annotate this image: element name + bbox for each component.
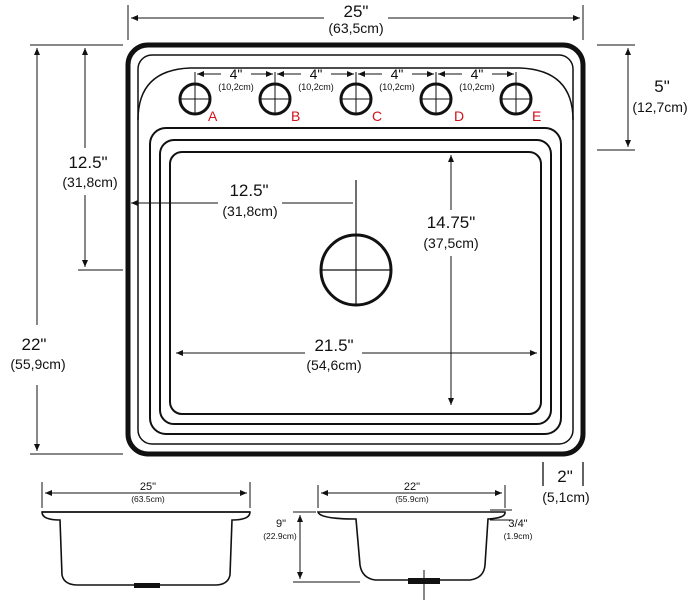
hole-b xyxy=(258,72,292,116)
faucet-holes xyxy=(178,72,533,116)
hole-label-a: A xyxy=(208,108,218,124)
overall-depth-in: 22" xyxy=(22,335,47,354)
bowl-depth-in: 2" xyxy=(557,467,573,486)
spacing-bc-in: 4" xyxy=(310,66,323,82)
hole-a xyxy=(178,72,212,116)
overall-depth-dim xyxy=(30,44,123,455)
profile-body xyxy=(316,511,506,581)
bowl-length-cm: (37,5cm) xyxy=(423,235,478,251)
bowl-width-in: 21.5" xyxy=(314,336,353,355)
overall-width-dim xyxy=(127,5,584,40)
deck-depth-in: 5" xyxy=(654,77,670,96)
hole-label-c: C xyxy=(372,108,382,124)
bowl-width-cm: (54,6cm) xyxy=(306,357,361,373)
profile-depth-in: 9" xyxy=(276,518,286,530)
drain-from-back-cm: (31,8cm) xyxy=(62,174,117,190)
sink-outer-rim xyxy=(125,42,586,457)
sink-top-view xyxy=(125,42,586,457)
deck-depth-cm: (12,7cm) xyxy=(632,99,687,115)
spacing-de-in: 4" xyxy=(471,66,484,82)
hole-e xyxy=(499,72,533,116)
profile-depth-cm: (22.9cm) xyxy=(263,531,297,541)
hole-d xyxy=(419,72,453,116)
spacing-ab-cm: (10,2cm) xyxy=(218,82,254,92)
sink-deck-line xyxy=(137,54,574,445)
overall-width-cm: (63,5cm) xyxy=(328,20,383,36)
front-side-view xyxy=(41,482,251,588)
hole-label-d: D xyxy=(454,108,464,124)
hole-label-b: B xyxy=(291,108,300,124)
drain-from-back-dim xyxy=(78,48,123,271)
faucet-deck-outline xyxy=(137,67,574,121)
rim-thickness-in: 3/4" xyxy=(508,518,527,530)
bowl-step-3 xyxy=(169,151,542,415)
bowl-depth-dim xyxy=(542,462,584,486)
hole-c xyxy=(339,72,373,116)
profile-width-cm: (55.9cm) xyxy=(395,494,429,504)
hole-label-e: E xyxy=(532,108,541,124)
bowl-step-2 xyxy=(159,139,552,425)
profile-width-in: 22" xyxy=(404,481,420,493)
front-width-cm: (63.5cm) xyxy=(131,494,165,504)
drain-from-side-in: 12.5" xyxy=(229,181,268,200)
overall-width-in: 25" xyxy=(344,2,369,21)
hole-spacing-labels: 4" (10,2cm) 4" (10,2cm) 4" (10,2cm) 4" (… xyxy=(218,66,495,92)
overall-depth-cm: (55,9cm) xyxy=(10,356,65,372)
rim-thickness-cm: (1.9cm) xyxy=(504,531,533,541)
spacing-ab-in: 4" xyxy=(230,66,243,82)
spacing-cd-cm: (10,2cm) xyxy=(379,82,415,92)
front-drain-stub xyxy=(134,583,160,588)
front-width-in: 25" xyxy=(140,481,156,493)
bowl-length-in: 14.75" xyxy=(427,213,476,232)
profile-side-view xyxy=(293,485,512,600)
spacing-bc-cm: (10,2cm) xyxy=(298,82,334,92)
spacing-cd-in: 4" xyxy=(391,66,404,82)
hole-letters: A B C D E xyxy=(208,108,541,124)
bowl-step-1 xyxy=(149,127,562,435)
drain-from-back-in: 12.5" xyxy=(68,153,107,172)
spacing-de-cm: (10,2cm) xyxy=(459,82,495,92)
bowl-depth-cm: (5,1cm) xyxy=(542,489,589,505)
front-profile-body xyxy=(41,511,251,586)
deck-depth-dim xyxy=(597,44,635,151)
drain-from-side-cm: (31,8cm) xyxy=(222,203,277,219)
